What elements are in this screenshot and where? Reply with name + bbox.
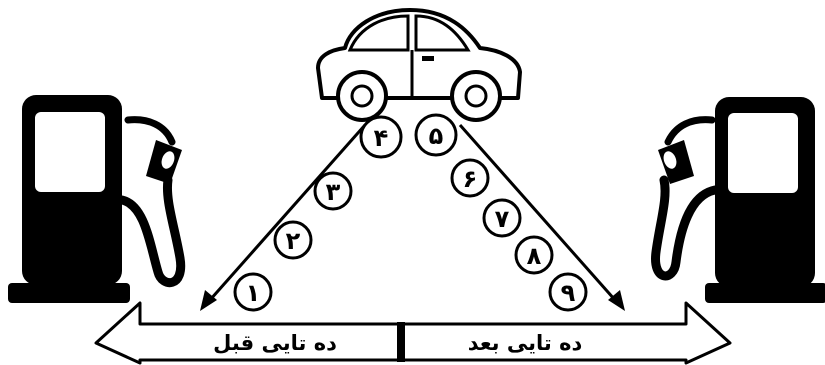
bottom-double-arrow — [96, 303, 730, 363]
number-circle-4: ۴ — [361, 117, 401, 157]
number-1: ۱ — [246, 279, 261, 307]
number-circle-3: ۳ — [315, 173, 351, 209]
number-6: ۶ — [463, 165, 478, 193]
number-circle-2: ۲ — [275, 222, 311, 258]
car-icon — [318, 10, 520, 120]
number-9: ۹ — [561, 279, 576, 307]
fuel-pump-icon-right — [656, 97, 825, 303]
number-2: ۲ — [286, 227, 301, 255]
arrow-left-diagonal — [200, 125, 365, 311]
label-next-ten: ده تایی بعد — [468, 331, 583, 355]
number-circle-9: ۹ — [550, 274, 586, 310]
center-divider — [397, 322, 405, 362]
number-5: ۵ — [429, 122, 444, 150]
label-previous-ten: ده تایی قبل — [213, 331, 337, 355]
fuel-pump-icon-left — [8, 95, 182, 303]
number-7: ۷ — [495, 205, 510, 233]
number-4: ۴ — [374, 124, 389, 152]
number-circle-8: ۸ — [516, 237, 552, 273]
number-circle-7: ۷ — [484, 200, 520, 236]
number-8: ۸ — [527, 242, 542, 270]
number-circle-5: ۵ — [416, 115, 456, 155]
number-3: ۳ — [326, 178, 341, 206]
number-circle-6: ۶ — [452, 160, 488, 196]
number-circle-1: ۱ — [235, 274, 271, 310]
